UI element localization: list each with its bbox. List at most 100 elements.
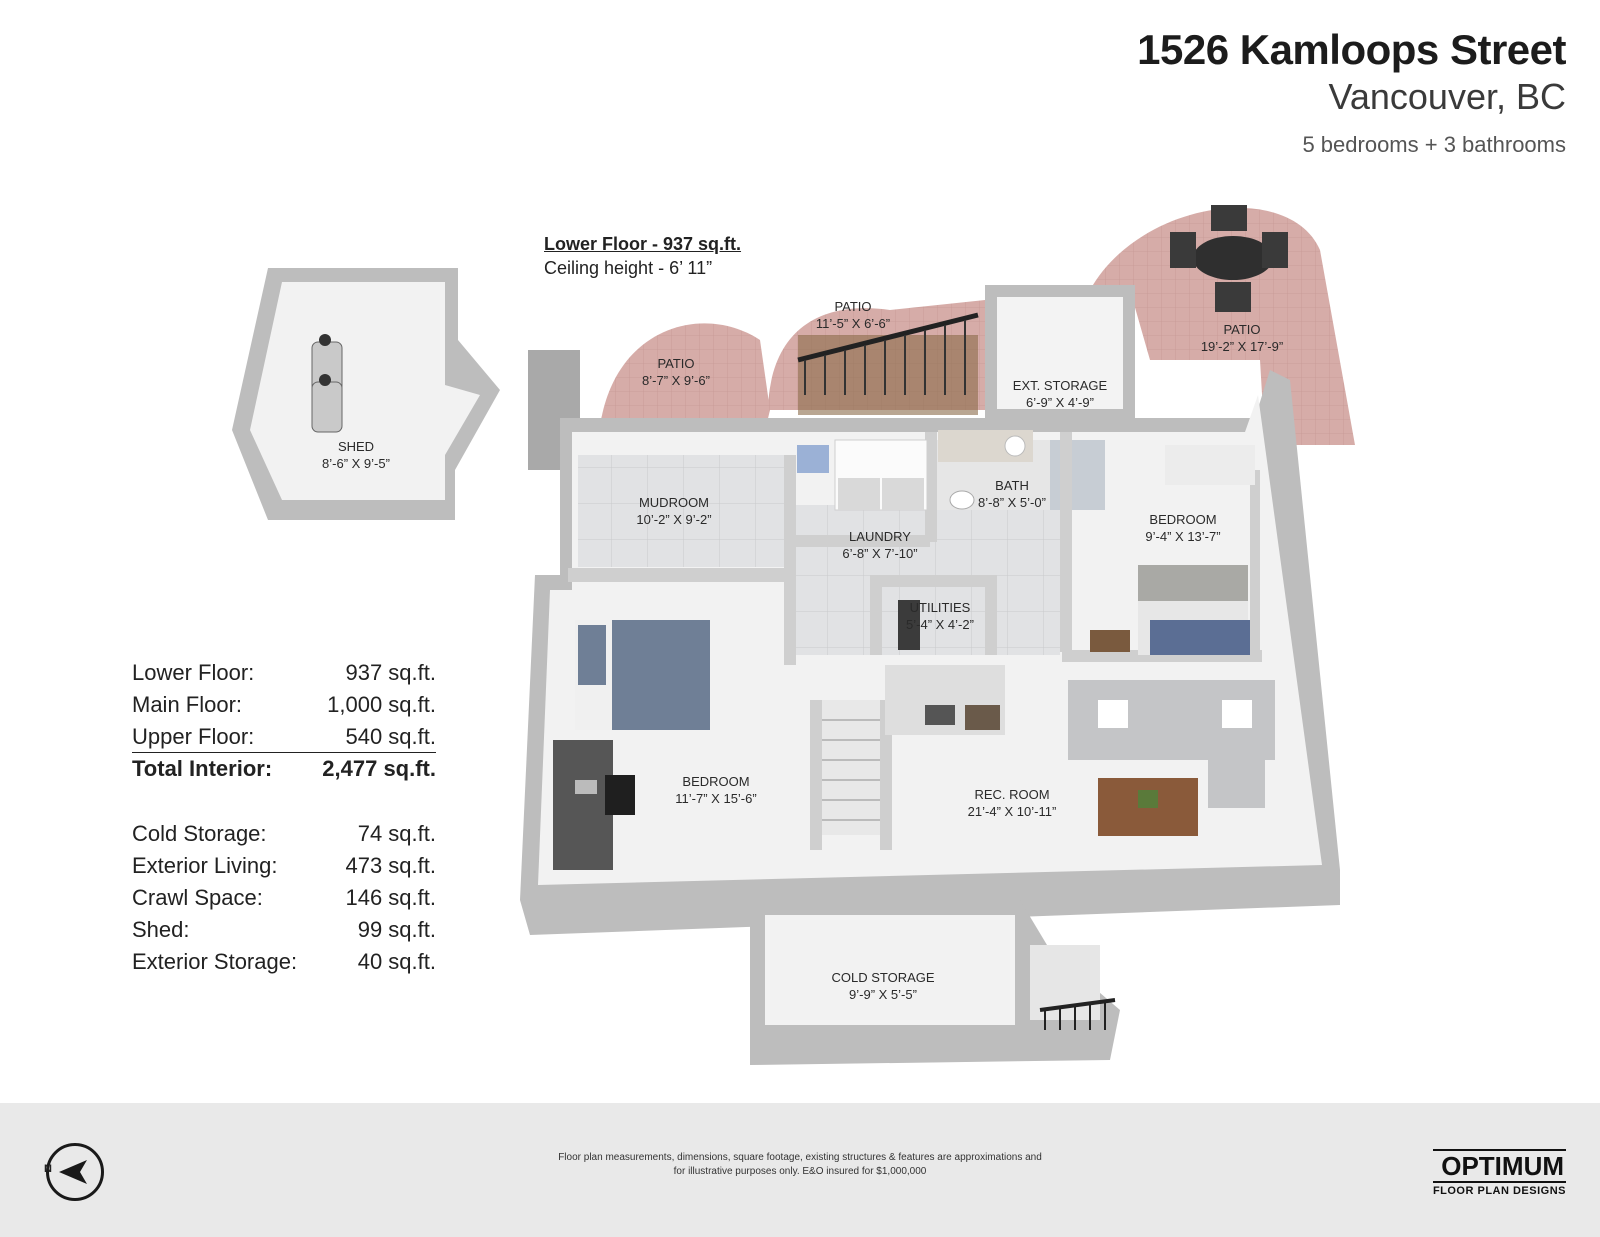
sink-icon [797, 445, 829, 473]
svg-text:11’-7” X 15’-6”: 11’-7” X 15’-6” [675, 791, 756, 806]
area-label: Shed: [132, 917, 190, 942]
area-row-upper: Upper Floor: 540 sq.ft. [132, 721, 436, 753]
svg-text:8’-6” X 9’-5”: 8’-6” X 9’-5” [322, 456, 390, 471]
shed-floor [250, 282, 480, 500]
floor-plan: SHED 8’-6” X 9’-5” PATIO 8’-7” X 9’-6” P… [232, 205, 1355, 1065]
cold-storage-floor [765, 915, 1015, 1025]
area-row-exterior-storage: Exterior Storage: 40 sq.ft. [132, 946, 436, 978]
area-value: 473 sq.ft. [345, 853, 436, 878]
room-label-rec-room: REC. ROOM 21’-4” X 10’-11” [968, 787, 1057, 819]
svg-text:21’-4” X 10’-11”: 21’-4” X 10’-11” [968, 804, 1057, 819]
compass-north-label: N [44, 1163, 52, 1175]
area-value: 146 sq.ft. [345, 885, 436, 910]
interior-stairs-icon [822, 700, 880, 835]
footer-bar: N Floor plan measurements, dimensions, s… [0, 1103, 1600, 1237]
water-heater [898, 600, 920, 650]
area-row-cold-storage: Cold Storage: 74 sq.ft. [132, 818, 436, 850]
svg-text:COLD STORAGE: COLD STORAGE [831, 970, 934, 985]
area-value: 40 sq.ft. [357, 949, 436, 974]
disclaimer-line-2: for illustrative purposes only. E&O insu… [673, 1166, 927, 1177]
closet [1165, 445, 1255, 485]
dining-set-icon [1170, 205, 1288, 312]
svg-text:LAUNDRY: LAUNDRY [849, 529, 911, 544]
rooms-summary: 5 bedrooms + 3 bathrooms [1302, 132, 1566, 157]
area-value: 99 sq.ft. [357, 917, 436, 942]
area-label: Crawl Space: [132, 885, 263, 910]
area-row-lower: Lower Floor: 937 sq.ft. [132, 657, 436, 689]
bed-icon-left [575, 620, 710, 730]
svg-text:MUDROOM: MUDROOM [639, 495, 709, 510]
bed-icon [1138, 565, 1250, 655]
property-address: 1526 Kamloops Street [1137, 26, 1566, 73]
svg-text:6’-9” X 4’-9”: 6’-9” X 4’-9” [1026, 395, 1094, 410]
shower-floor [1050, 440, 1105, 510]
svg-text:BEDROOM: BEDROOM [1149, 512, 1216, 527]
area-label: Exterior Living: [132, 853, 278, 878]
area-value: 1,000 sq.ft. [327, 692, 436, 717]
exterior-stairs-icon [1030, 945, 1116, 1030]
room-label-cold-storage: COLD STORAGE 9’-9” X 5’-5” [831, 970, 934, 1002]
svg-text:9’-9” X 5’-5”: 9’-9” X 5’-5” [849, 987, 917, 1002]
golf-bag-icon [311, 334, 343, 433]
floor-caption: Lower Floor - 937 sq.ft. Ceiling height … [544, 232, 741, 280]
svg-text:BATH: BATH [995, 478, 1029, 493]
area-row-main: Main Floor: 1,000 sq.ft. [132, 689, 436, 721]
stairs-icon [797, 312, 979, 415]
area-label: Upper Floor: [132, 723, 255, 749]
svg-text:5’-4” X 4’-2”: 5’-4” X 4’-2” [906, 617, 974, 632]
room-label-patio-mid: PATIO 11’-5” X 6’-6” [816, 299, 890, 331]
svg-text:PATIO: PATIO [834, 299, 871, 314]
area-label: Cold Storage: [132, 821, 267, 846]
svg-text:BEDROOM: BEDROOM [682, 774, 749, 789]
room-label-patio-left: PATIO 8’-7” X 9’-6” [642, 356, 710, 388]
svg-text:PATIO: PATIO [1223, 322, 1260, 337]
desk-icon [553, 740, 613, 870]
svg-text:PATIO: PATIO [657, 356, 694, 371]
sofa-icon [1068, 680, 1275, 808]
area-row-shed: Shed: 99 sq.ft. [132, 914, 436, 946]
area-value: 540 sq.ft. [345, 723, 436, 749]
property-city: Vancouver, BC [1328, 76, 1566, 117]
svg-text:SHED: SHED [338, 439, 374, 454]
interior-areas-table: Lower Floor: 937 sq.ft. Main Floor: 1,00… [132, 657, 436, 785]
disclaimer-line-1: Floor plan measurements, dimensions, squ… [558, 1152, 1042, 1163]
washer-icon [834, 439, 928, 511]
area-value: 74 sq.ft. [357, 821, 436, 846]
svg-text:EXT. STORAGE: EXT. STORAGE [1013, 378, 1108, 393]
ceiling-height: Ceiling height - 6’ 11” [544, 258, 713, 278]
toilet-icon [949, 490, 975, 510]
floor-name: Lower Floor - 937 sq.ft. [544, 234, 742, 254]
svg-text:10’-2” X 9’-2”: 10’-2” X 9’-2” [636, 512, 711, 527]
room-label-bath: BATH 8’-8” X 5’-0” [978, 478, 1046, 510]
svg-text:11’-5” X 6’-6”: 11’-5” X 6’-6” [816, 316, 890, 331]
room-label-mudroom: MUDROOM 10’-2” X 9’-2” [636, 495, 711, 527]
svg-text:19’-2” X 17’-9”: 19’-2” X 17’-9” [1201, 339, 1283, 354]
other-areas-table: Cold Storage: 74 sq.ft. Exterior Living:… [132, 818, 436, 978]
nightstand [1090, 630, 1130, 652]
disclaimer: Floor plan measurements, dimensions, squ… [520, 1151, 1080, 1179]
svg-text:REC. ROOM: REC. ROOM [974, 787, 1049, 802]
area-label: Exterior Storage: [132, 949, 298, 974]
area-label: Total Interior: [132, 756, 273, 781]
room-label-ext-storage: EXT. STORAGE 6’-9” X 4’-9” [1013, 378, 1108, 410]
svg-text:8’-8” X 5’-0”: 8’-8” X 5’-0” [978, 495, 1046, 510]
header: 1526 Kamloops Street Vancouver, BC 5 bed… [1137, 26, 1566, 158]
room-label-bedroom-right: BEDROOM 9’-4” X 13’-7” [1145, 512, 1220, 544]
area-label: Main Floor: [132, 692, 243, 717]
area-value: 2,477 sq.ft. [322, 756, 436, 781]
compass-icon [46, 1143, 104, 1201]
area-value: 937 sq.ft. [345, 660, 436, 685]
area-row-total: Total Interior: 2,477 sq.ft. [132, 753, 436, 785]
room-label-utilities: UTILITIES 5’-4” X 4’-2” [906, 600, 974, 632]
room-label-shed: SHED 8’-6” X 9’-5” [322, 439, 390, 471]
chair-icon [605, 775, 635, 815]
svg-text:9’-4” X 13’-7”: 9’-4” X 13’-7” [1145, 529, 1220, 544]
table-icon [1098, 778, 1198, 836]
brand-logo: OPTIMUM FLOOR PLAN DESIGNS [1432, 1149, 1566, 1197]
vanity-sink [1004, 435, 1026, 457]
brand-name: OPTIMUM [1432, 1149, 1566, 1183]
room-label-laundry: LAUNDRY 6’-8” X 7’-10” [842, 529, 917, 561]
svg-text:UTILITIES: UTILITIES [910, 600, 971, 615]
brand-subtitle: FLOOR PLAN DESIGNS [1432, 1185, 1566, 1197]
area-row-exterior-living: Exterior Living: 473 sq.ft. [132, 850, 436, 882]
